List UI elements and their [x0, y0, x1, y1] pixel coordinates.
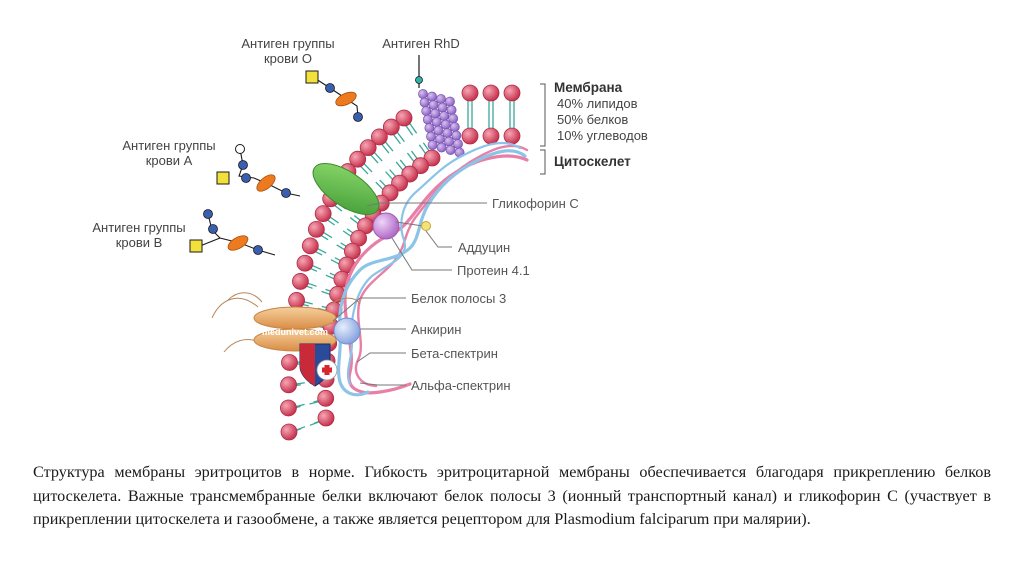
lipid-head [281, 354, 297, 370]
rhd-bead [445, 97, 454, 106]
protein-41-icon [373, 213, 399, 239]
rhd-bead [429, 100, 438, 109]
rhd-bead [441, 120, 450, 129]
antigen-b-label-2: крови B [116, 235, 163, 250]
antigen-a-circle-3-icon [242, 174, 251, 183]
adducin-icon [422, 222, 431, 231]
antigen-a-circle-4-icon [282, 189, 291, 198]
rhd-bead [418, 89, 427, 98]
antigen-o-circle-icon [326, 84, 335, 93]
rhd-bead [450, 122, 459, 131]
antigen-b-circle-icon [204, 210, 213, 219]
lipid-head [315, 206, 331, 222]
lipid-head [281, 377, 297, 393]
antigen-b-square-icon [190, 240, 202, 252]
rhd-bead [440, 111, 449, 120]
glycophorin-c-label: Гликофорин С [492, 196, 579, 211]
membrane-carbs: 10% углеводов [557, 128, 648, 143]
antigen-a-circle-icon [236, 145, 245, 154]
lipid-head [504, 85, 520, 101]
rhd-bead [431, 109, 440, 118]
antigen-a-label-2: крови A [146, 153, 193, 168]
lipid-head [302, 238, 318, 254]
lipid-head [504, 128, 520, 144]
lipid-head [280, 400, 296, 416]
beta-spectrin-label: Бета-спектрин [411, 346, 498, 361]
alpha-spectrin-label: Альфа-спектрин [411, 378, 511, 393]
rhd-bead [432, 117, 441, 126]
lipid-head [483, 85, 499, 101]
rhd-bead [420, 98, 429, 107]
rhd-bead [437, 143, 446, 152]
protein-41-label: Протеин 4.1 [457, 263, 530, 278]
antigen-a-circle-2-icon [239, 161, 248, 170]
antigen-b-circle-3-icon [254, 246, 263, 255]
rhd-bead [435, 134, 444, 143]
antigen-b-oval-icon [226, 233, 251, 254]
antigen-a-label-1: Антиген группы [122, 138, 215, 153]
antigen-rhd-label: Антиген RhD [382, 36, 460, 51]
rhd-bead [452, 131, 461, 140]
antigen-b-circle-2-icon [209, 225, 218, 234]
rhd-bead [425, 123, 434, 132]
rhd-bead [427, 92, 436, 101]
rhd-bead [434, 126, 443, 135]
membrane-proteins: 50% белков [557, 112, 628, 127]
lipid-head [318, 410, 334, 426]
rhd-bead [423, 115, 432, 124]
lipid-head [297, 255, 313, 271]
antigen-a-chain [239, 149, 300, 196]
rhd-bead [443, 128, 452, 137]
rhd-protein-icon [418, 89, 464, 157]
antigen-o-label-2: крови O [264, 51, 312, 66]
rhd-bead [426, 132, 435, 141]
antigen-b-label-1: Антиген группы [92, 220, 185, 235]
rhd-bead [422, 106, 431, 115]
membrane-block-icon [462, 85, 520, 144]
rhd-bead [446, 145, 455, 154]
rhd-bead [449, 114, 458, 123]
antigen-o-square-icon [306, 71, 318, 83]
band3-label: Белок полосы 3 [411, 291, 506, 306]
cytoskeleton-label: Цитоскелет [554, 154, 631, 169]
lipid-head [318, 390, 334, 406]
rhd-bead [444, 137, 453, 146]
lipid-head [462, 85, 478, 101]
rhd-bead [453, 139, 462, 148]
rhd-antigen-icon [416, 77, 423, 84]
rhd-bead [428, 140, 437, 149]
lipid-head [483, 128, 499, 144]
lipid-head [292, 273, 308, 289]
lipid-head [462, 128, 478, 144]
watermark-text: medunivet.com [262, 327, 328, 337]
rhd-bead [438, 103, 447, 112]
antigen-a-oval-icon [254, 172, 278, 195]
figure-caption: Структура мембраны эритроцитов в норме. … [33, 461, 991, 532]
antigen-o-label-1: Антиген группы [241, 36, 334, 51]
ankyrin-label: Анкирин [411, 322, 461, 337]
membrane-title: Мембрана [554, 80, 623, 95]
rhd-bead [447, 105, 456, 114]
lipid-head [308, 221, 324, 237]
rhd-bead [436, 94, 445, 103]
antigen-o-oval-icon [334, 89, 359, 108]
membrane-lipids: 40% липидов [557, 96, 638, 111]
antigen-o-circle-2-icon [354, 113, 363, 122]
ankyrin-icon [334, 318, 360, 344]
antigen-a-square-icon [217, 172, 229, 184]
lipid-head [281, 424, 297, 440]
lipid-head [289, 292, 305, 308]
erythrocyte-membrane-diagram: medunivet.com Антиген группы крови O Ант… [0, 0, 1024, 450]
adducin-label: Аддуцин [458, 240, 510, 255]
